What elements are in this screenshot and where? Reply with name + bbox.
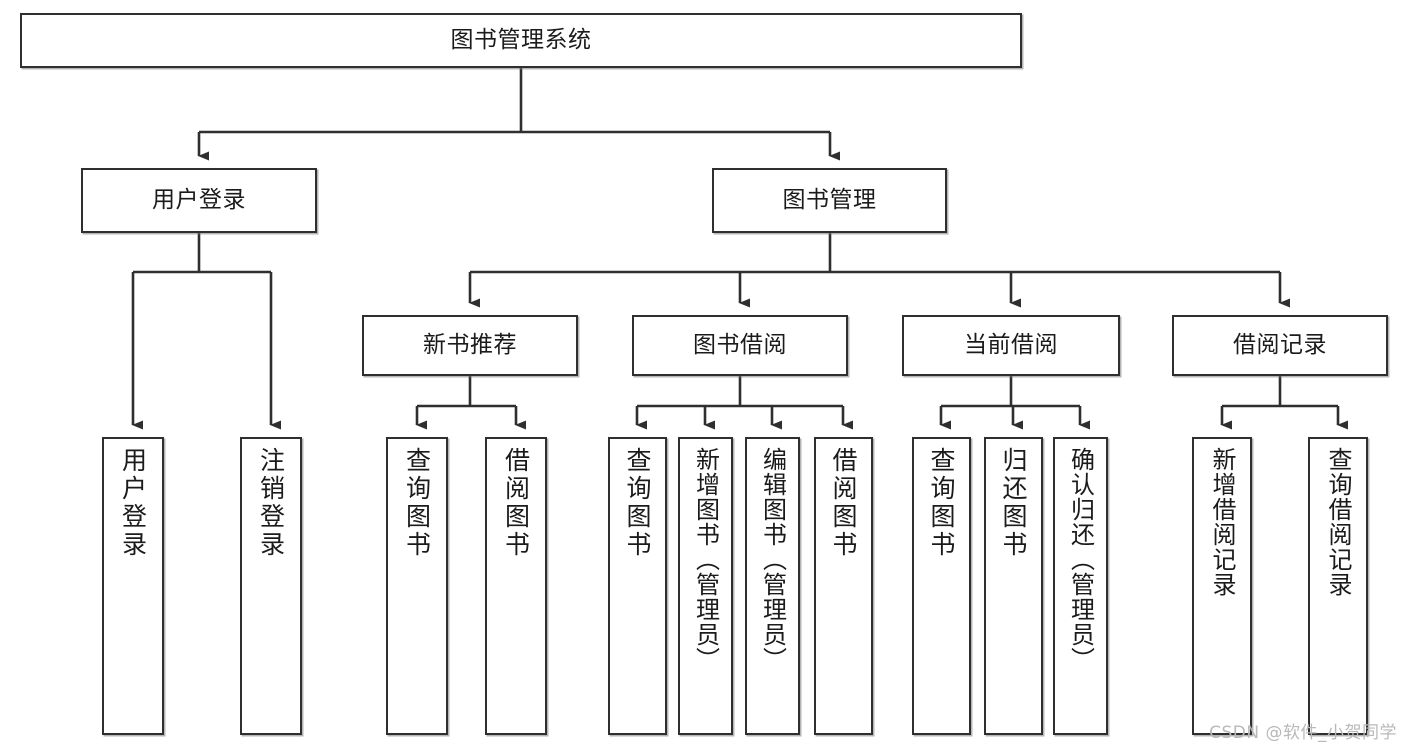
node-leaf-edit-book-label: 编辑图书（管理员） xyxy=(758,447,787,672)
node-leaf-confirm-return-label: 确认归还（管理员） xyxy=(1066,447,1095,672)
node-leaf-query-record[interactable]: 查询借阅记录 xyxy=(1308,437,1368,735)
node-new-book-recommend-label: 新书推荐 xyxy=(423,331,517,358)
node-leaf-add-record-label: 新增借阅记录 xyxy=(1208,447,1236,597)
node-leaf-query-book-1-label: 查询图书 xyxy=(402,447,432,559)
node-borrow-record-label: 借阅记录 xyxy=(1233,331,1327,358)
node-root-label: 图书管理系统 xyxy=(450,26,592,53)
node-leaf-query-book-2-label: 查询图书 xyxy=(623,447,652,559)
node-leaf-query-book-2[interactable]: 查询图书 xyxy=(608,437,667,735)
node-leaf-add-book[interactable]: 新增图书（管理员） xyxy=(678,437,733,735)
node-book-borrow[interactable]: 图书借阅 xyxy=(632,315,848,376)
node-book-manage-label: 图书管理 xyxy=(782,186,877,213)
node-leaf-add-record[interactable]: 新增借阅记录 xyxy=(1192,437,1252,735)
node-leaf-logout-label: 注销登录 xyxy=(256,447,286,559)
node-book-borrow-label: 图书借阅 xyxy=(693,331,787,358)
node-leaf-return-book-label: 归还图书 xyxy=(999,447,1028,559)
node-leaf-query-record-label: 查询借阅记录 xyxy=(1324,447,1352,597)
node-leaf-borrow-book-1-label: 借阅图书 xyxy=(501,447,531,559)
watermark: CSDN @软件_小贺同学 xyxy=(1209,723,1397,743)
node-leaf-query-book-1[interactable]: 查询图书 xyxy=(386,437,448,735)
node-root[interactable]: 图书管理系统 xyxy=(20,13,1022,68)
node-leaf-return-book[interactable]: 归还图书 xyxy=(984,437,1043,735)
node-borrow-record[interactable]: 借阅记录 xyxy=(1172,315,1388,376)
node-user-login-label: 用户登录 xyxy=(152,186,246,213)
node-leaf-confirm-return[interactable]: 确认归还（管理员） xyxy=(1053,437,1108,735)
node-leaf-edit-book[interactable]: 编辑图书（管理员） xyxy=(745,437,800,735)
node-leaf-borrow-book-2-label: 借阅图书 xyxy=(829,447,858,559)
node-book-manage[interactable]: 图书管理 xyxy=(712,168,947,233)
node-current-borrow[interactable]: 当前借阅 xyxy=(902,315,1120,376)
node-user-login[interactable]: 用户登录 xyxy=(81,168,317,233)
node-leaf-query-book-3[interactable]: 查询图书 xyxy=(912,437,971,735)
node-leaf-logout[interactable]: 注销登录 xyxy=(240,437,302,735)
node-leaf-borrow-book-1[interactable]: 借阅图书 xyxy=(485,437,547,735)
node-leaf-user-login-label: 用户登录 xyxy=(118,447,148,559)
node-leaf-user-login[interactable]: 用户登录 xyxy=(102,437,164,735)
node-leaf-add-book-label: 新增图书（管理员） xyxy=(691,447,720,672)
node-current-borrow-label: 当前借阅 xyxy=(964,331,1058,358)
node-leaf-query-book-3-label: 查询图书 xyxy=(927,447,956,559)
node-leaf-borrow-book-2[interactable]: 借阅图书 xyxy=(814,437,873,735)
node-new-book-recommend[interactable]: 新书推荐 xyxy=(362,315,578,376)
